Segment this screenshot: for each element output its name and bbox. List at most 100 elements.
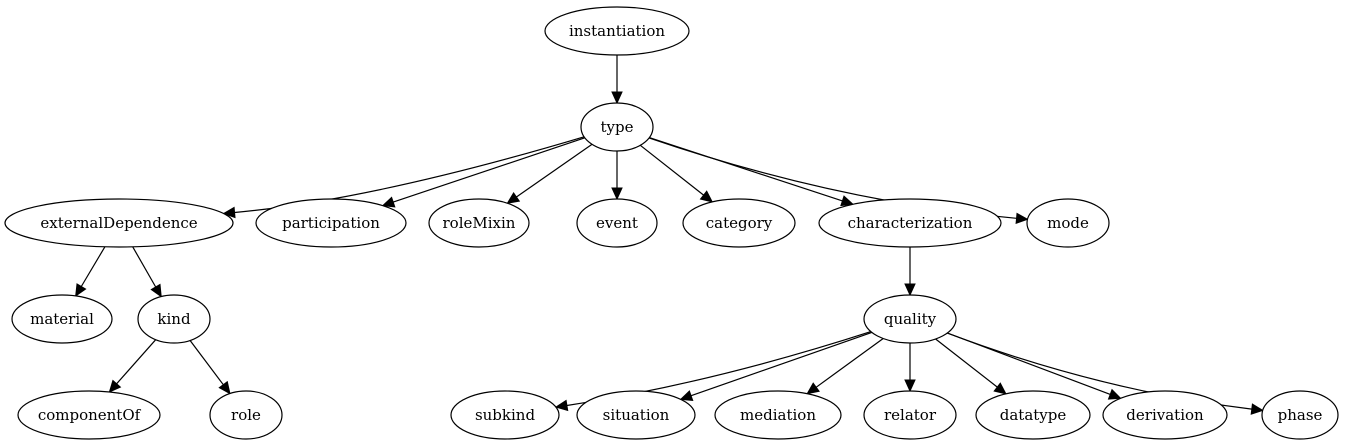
node-event: event [576, 198, 658, 248]
arrowhead-icon [554, 399, 569, 412]
node-label: instantiation [569, 22, 665, 40]
edge-type-to-category [639, 144, 714, 203]
arrowhead-icon [1107, 388, 1122, 400]
edge-type-to-externalDependence [222, 136, 585, 219]
arrowhead-icon [611, 187, 623, 201]
node-label: derivation [1126, 406, 1204, 424]
edge-line [393, 137, 585, 203]
node-externalDependence: externalDependence [4, 198, 234, 248]
arrowhead-icon [218, 380, 231, 395]
arrowhead-icon [806, 382, 820, 395]
edge-type-to-event [611, 151, 623, 201]
edge-quality-to-mediation [806, 338, 884, 395]
node-derivation: derivation [1102, 390, 1228, 440]
node-label: quality [884, 310, 937, 328]
node-participation: participation [255, 198, 407, 248]
node-label: characterization [848, 214, 973, 232]
edge-quality-to-relator [904, 342, 916, 393]
node-label: phase [1278, 406, 1323, 424]
arrowhead-icon [222, 206, 236, 219]
node-mediation: mediation [714, 390, 842, 440]
node-label: externalDependence [40, 214, 197, 232]
edges-layer [75, 55, 1264, 415]
arrowhead-icon [611, 91, 623, 105]
node-ellipse [682, 198, 796, 248]
arrowhead-icon [679, 390, 694, 401]
node-ellipse [255, 198, 407, 248]
node-type: type [580, 102, 654, 152]
node-ellipse [137, 294, 211, 344]
node-ellipse [17, 390, 161, 440]
node-quality: quality [863, 294, 957, 344]
arrowhead-icon [1015, 212, 1029, 225]
node-relator: relator [863, 390, 957, 440]
node-ellipse [714, 390, 842, 440]
node-phase: phase [1261, 390, 1339, 440]
edge-line [516, 143, 593, 198]
node-ellipse [450, 390, 560, 440]
node-role: role [209, 390, 283, 440]
node-ellipse [11, 294, 113, 344]
node-label: componentOf [38, 406, 142, 424]
node-subkind: subkind [450, 390, 560, 440]
node-label: event [596, 214, 638, 232]
node-ellipse [1261, 390, 1339, 440]
node-label: mediation [740, 406, 816, 424]
node-label: kind [157, 310, 191, 328]
node-datatype: datatype [975, 390, 1091, 440]
arrowhead-icon [904, 379, 916, 393]
arrowhead-icon [108, 379, 122, 393]
edge-line [935, 338, 998, 388]
edge-quality-to-datatype [935, 338, 1007, 395]
node-label: material [30, 310, 94, 328]
edge-instantiation-to-type [611, 55, 623, 105]
arrowhead-icon [904, 283, 916, 297]
edge-type-to-participation [381, 137, 585, 208]
node-ellipse [428, 198, 530, 248]
node-label: relator [884, 406, 937, 424]
node-ellipse [576, 198, 658, 248]
arrowhead-icon [993, 382, 1007, 395]
edge-line [80, 246, 106, 287]
edge-type-to-roleMixin [506, 143, 593, 204]
node-ellipse [863, 390, 957, 440]
node-roleMixin: roleMixin [428, 198, 530, 248]
node-mode: mode [1026, 198, 1110, 248]
node-ellipse [209, 390, 283, 440]
node-label: situation [603, 406, 670, 424]
node-componentOf: componentOf [17, 390, 161, 440]
node-label: roleMixin [443, 214, 516, 232]
edge-line [639, 144, 704, 196]
node-ellipse [580, 102, 654, 152]
edge-line [234, 136, 585, 214]
edge-externalDependence-to-material [75, 246, 106, 297]
node-ellipse [1102, 390, 1228, 440]
arrowhead-icon [75, 283, 87, 297]
node-ellipse [863, 294, 957, 344]
arrowhead-icon [381, 196, 396, 208]
node-label: datatype [1000, 406, 1067, 424]
edge-externalDependence-to-kind [132, 246, 162, 298]
node-instantiation: instantiation [544, 6, 690, 56]
edge-line [189, 340, 224, 386]
node-characterization: characterization [818, 198, 1002, 248]
arrowhead-icon [506, 191, 521, 204]
edge-kind-to-componentOf [108, 339, 157, 393]
node-label: role [231, 406, 261, 424]
edge-line [116, 339, 157, 385]
node-ellipse [544, 6, 690, 56]
arrowhead-icon [840, 195, 855, 207]
node-ellipse [4, 198, 234, 248]
node-label: participation [282, 214, 380, 232]
node-category: category [682, 198, 796, 248]
edge-line [132, 246, 157, 288]
arrowhead-icon [699, 190, 714, 203]
nodes-layer: instantiation type externalDependence parti… [4, 6, 1339, 440]
arrowhead-icon [150, 283, 162, 298]
node-ellipse [576, 390, 696, 440]
node-material: material [11, 294, 113, 344]
node-situation: situation [576, 390, 696, 440]
node-ellipse [1026, 198, 1110, 248]
node-label: subkind [475, 406, 536, 424]
